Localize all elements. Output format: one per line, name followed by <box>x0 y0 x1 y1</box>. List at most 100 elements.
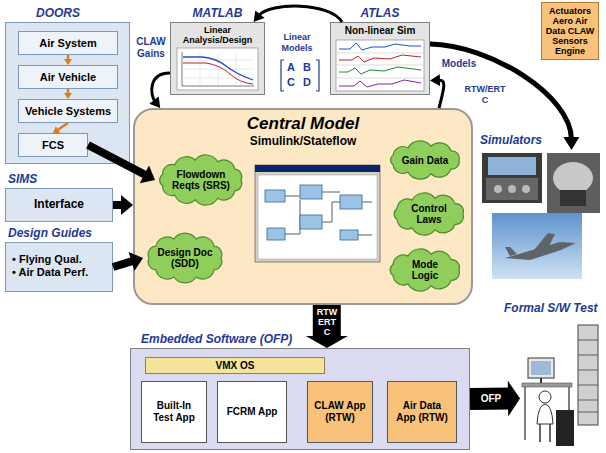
arrow-shaft <box>152 73 170 101</box>
app-box: FCRM App <box>217 381 287 443</box>
group-heading: SIMS <box>8 171 37 187</box>
simulator-photos-part <box>505 247 517 256</box>
simulation-traces <box>336 40 424 91</box>
arrow-shaft <box>57 123 68 130</box>
box-label: Built-In Test App <box>146 400 202 424</box>
matrix-letter-slot: B <box>300 61 314 74</box>
matrix-letter: B <box>302 61 312 74</box>
box-label: • Flying Qual. <box>12 253 82 266</box>
arrow-head <box>563 137 579 150</box>
box-label: Linear Analysis/Design <box>174 25 261 45</box>
simulator-photos-part <box>482 153 542 203</box>
simulator-photos-part <box>508 185 516 193</box>
model-screenshot-part <box>285 192 372 235</box>
cloud-shape <box>390 141 459 179</box>
flow-arrow <box>149 73 170 108</box>
matrix-letter: C <box>286 76 296 89</box>
arrow-label: CLAW Gains <box>134 36 168 60</box>
simulation-traces-part <box>336 53 424 78</box>
test-rig-drawing-part <box>522 383 572 387</box>
arrow-label-slot: CLAW Gains <box>134 36 168 60</box>
box-label: FCRM App <box>227 406 278 418</box>
simulator-photos-part <box>494 185 502 193</box>
interface-box: SIMSInterface <box>5 188 113 222</box>
test-rig-drawing-part <box>540 424 550 442</box>
arrow-label-slot: Linear Models <box>272 32 322 54</box>
flow-arrow <box>64 89 72 99</box>
group-heading: Formal S/W Test <box>504 300 598 316</box>
simulation-traces-part <box>339 43 421 50</box>
arrow-label: OFP <box>480 393 503 405</box>
box-label: Non-linear Sim <box>345 25 416 37</box>
os-band: VMX OS <box>145 357 325 374</box>
arrow-label-slot: RTW/ERT C <box>462 84 508 106</box>
group-heading: Design Guides <box>8 225 92 241</box>
simulator-photos-part <box>553 162 593 194</box>
flow-arrow <box>254 6 342 22</box>
box-label: • Air Data Perf. <box>12 266 88 279</box>
simulator-photos <box>482 153 600 279</box>
test-rig-drawing-part <box>540 378 542 383</box>
flow-arrow <box>306 305 348 348</box>
bode-plot-part <box>183 63 253 84</box>
box-label: CLAW App (RTW) <box>312 400 368 424</box>
arrow-shaft <box>259 6 342 22</box>
arrow-shaft <box>470 388 510 410</box>
arrow-head <box>53 126 60 133</box>
flow-arrow <box>430 74 444 108</box>
bode-plot <box>177 48 258 90</box>
cloud-label: Mode Logic <box>399 259 451 281</box>
simulator-photos-part <box>488 157 536 175</box>
cloud-label: Design Doc (SDD) <box>157 247 213 269</box>
group-heading: ATLAS <box>360 5 399 21</box>
cloud-label: Control Laws <box>403 203 455 225</box>
box-label: Simulink/Stateflow <box>250 134 357 149</box>
simulator-photos-part <box>547 153 600 213</box>
model-screenshot-part <box>267 228 285 240</box>
box-label: Interface <box>34 197 84 212</box>
box-label: Air Vehicle <box>40 71 96 84</box>
model-screenshot <box>255 165 380 262</box>
arrow-head <box>306 336 348 348</box>
arrow-shaft <box>313 305 341 338</box>
test-rig-drawing-part <box>556 410 574 446</box>
bode-plot-part <box>177 48 258 90</box>
box-label: Air System <box>39 37 96 50</box>
group-heading: DOORS <box>36 5 80 21</box>
model-screenshot-part <box>255 165 380 172</box>
requirement-box: Air Vehicle <box>18 65 118 89</box>
test-rig-drawing-part <box>531 361 551 375</box>
simulator-photos-part <box>534 233 555 252</box>
app-box: CLAW App (RTW) <box>307 381 373 443</box>
arrow-label-slot: RTW ERT C <box>314 307 340 337</box>
simulator-photos-part <box>486 178 538 200</box>
bode-plot-part <box>182 52 254 86</box>
cloud-shape <box>148 233 222 283</box>
matrix-letter-slot: C <box>284 76 298 89</box>
app-box: Built-In Test App <box>141 381 207 443</box>
simulator-photos-part <box>560 190 586 206</box>
callout-box: Actuators Aero Air Data CLAW Sensors Eng… <box>541 2 599 60</box>
arrow-head <box>64 93 72 99</box>
app-box: Air Data App (RTW) <box>387 381 457 443</box>
flow-arrow <box>113 252 143 271</box>
flow-arrow <box>88 145 155 183</box>
cloud-label: Flowdown Reqts (SRS) <box>169 169 233 191</box>
box-label: VMX OS <box>216 360 255 372</box>
guide-box: Design Guides• Flying Qual.• Air Data Pe… <box>5 242 113 292</box>
arrow-label: Linear Models <box>272 32 322 54</box>
flow-arrow <box>470 381 520 417</box>
arrow-head <box>140 166 155 184</box>
box-label: Vehicle Systems <box>25 105 111 118</box>
matrix-letter-slot: D <box>300 76 314 89</box>
arrow-head <box>64 59 72 65</box>
bode-plot-part <box>183 57 253 80</box>
requirement-box: FCS <box>18 133 88 157</box>
test-rig-drawing-part <box>578 340 598 412</box>
arrow-label-slot: OFP <box>478 393 504 405</box>
simulation-traces-part <box>339 67 421 74</box>
test-rig-drawing-part <box>539 391 551 403</box>
model-screenshot-part <box>300 185 322 199</box>
cloud-bubble: Gain Data <box>385 140 465 180</box>
arrow-head <box>129 252 143 271</box>
